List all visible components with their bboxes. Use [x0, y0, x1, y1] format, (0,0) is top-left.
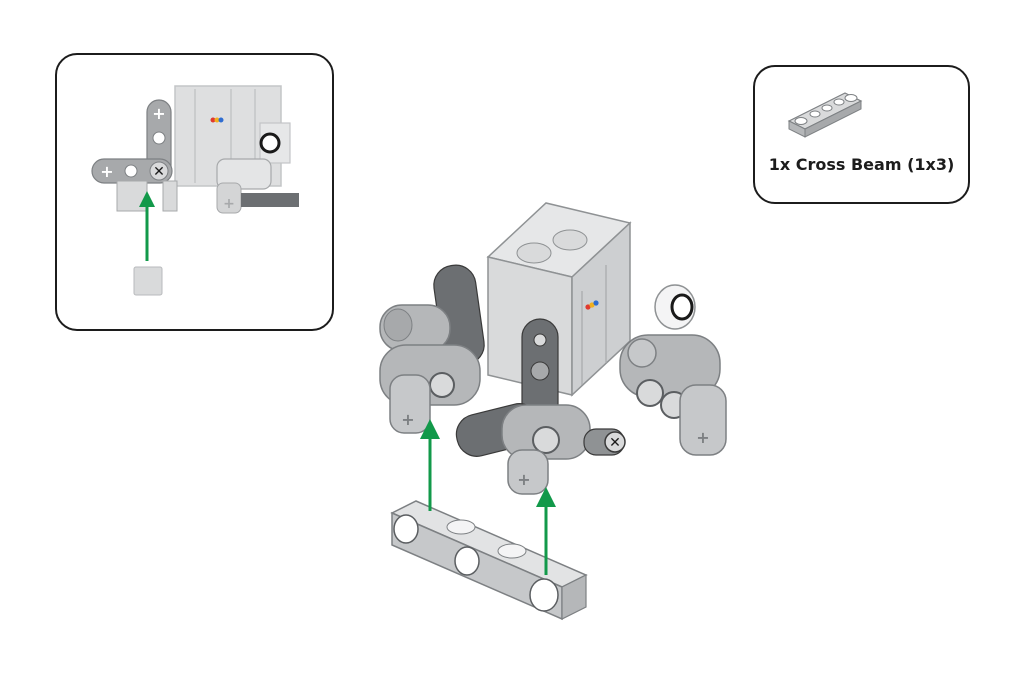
part-quantity-label: 1x Cross Beam (1x3)	[768, 155, 955, 174]
svg-text:+: +	[152, 104, 165, 123]
svg-text:+: +	[696, 428, 709, 447]
inset-illustration: + + ✕ +	[91, 85, 299, 296]
assembly-arrow-right-head	[536, 487, 556, 507]
svg-text:+: +	[517, 470, 530, 489]
svg-text:+: +	[223, 196, 235, 212]
svg-text:+: +	[401, 410, 414, 429]
svg-text:✕: ✕	[153, 164, 165, 180]
main-assembly: + + ✕ +	[379, 202, 727, 621]
svg-text:✕: ✕	[609, 435, 621, 451]
inset-panel: + + ✕ +	[55, 53, 334, 331]
assembly-arrow-left-head	[420, 419, 440, 439]
inset-dark-beam	[241, 193, 299, 207]
inset-arrow-head	[139, 191, 155, 207]
cross-beam-end	[561, 574, 587, 620]
inset-right-connector	[216, 158, 272, 190]
parts-list-panel: 1x Cross Beam (1x3)	[753, 65, 970, 204]
inset-bushing	[133, 266, 163, 296]
cross-beam-1x3-icon	[787, 92, 863, 138]
svg-text:+: +	[100, 162, 113, 181]
inset-ring	[259, 132, 281, 154]
